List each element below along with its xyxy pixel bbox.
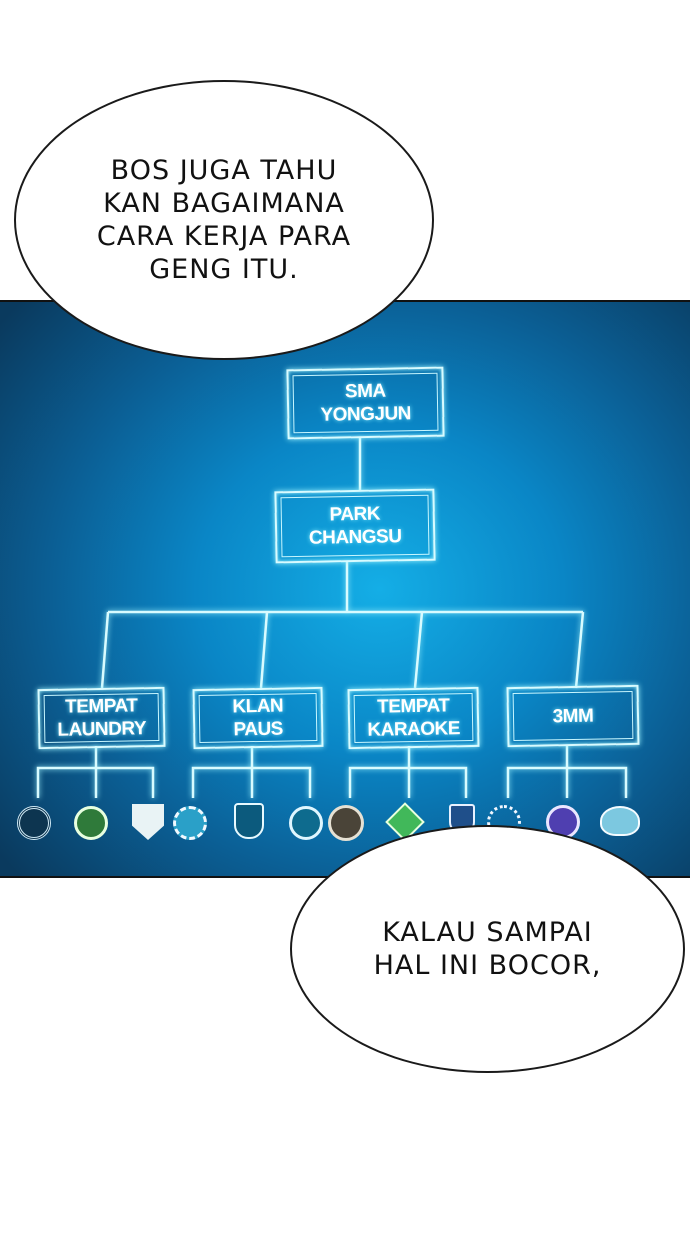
speech-bubble-text: BOS JUGA TAHU KAN BAGAIMANA CARA KERJA P… bbox=[96, 155, 352, 285]
emblem-circle-icon bbox=[289, 806, 323, 840]
emblem-circle-icon bbox=[17, 806, 51, 840]
node-level2-label: PARK CHANGSU bbox=[280, 494, 430, 558]
emblem-green-circle-icon bbox=[74, 806, 108, 840]
node-level2: PARK CHANGSU bbox=[274, 488, 436, 564]
node-branch-karaoke: TEMPAT KARAOKE bbox=[347, 686, 480, 750]
emblem-wreath-icon bbox=[600, 806, 640, 836]
emblem-dark-circle-icon bbox=[328, 805, 364, 841]
node-root: SMA YONGJUN bbox=[286, 366, 445, 440]
node-branch-klan-paus: KLAN PAUS bbox=[192, 686, 324, 750]
speech-bubble-top: BOS JUGA TAHU KAN BAGAIMANA CARA KERJA P… bbox=[14, 80, 434, 360]
node-root-label: SMA YONGJUN bbox=[292, 372, 439, 434]
org-chart-panel: SMA YONGJUN PARK CHANGSU TEMPAT LAUNDRY … bbox=[0, 300, 690, 878]
emblem-shield-icon bbox=[234, 803, 264, 839]
node-branch-label: TEMPAT LAUNDRY bbox=[43, 693, 160, 743]
org-chart-connectors bbox=[36, 438, 628, 798]
node-branch-label: 3MM bbox=[512, 690, 634, 742]
node-branch-label: TEMPAT KARAOKE bbox=[353, 692, 474, 744]
speech-bubble-text: KALAU SAMPAI HAL INI BOCOR, bbox=[373, 917, 602, 981]
speech-bubble-bottom: KALAU SAMPAI HAL INI BOCOR, bbox=[290, 825, 685, 1073]
node-branch-label: KLAN PAUS bbox=[198, 692, 318, 744]
node-branch-3mm: 3MM bbox=[506, 684, 640, 748]
emblem-gear-icon bbox=[173, 806, 207, 840]
node-branch-laundry: TEMPAT LAUNDRY bbox=[37, 686, 166, 750]
